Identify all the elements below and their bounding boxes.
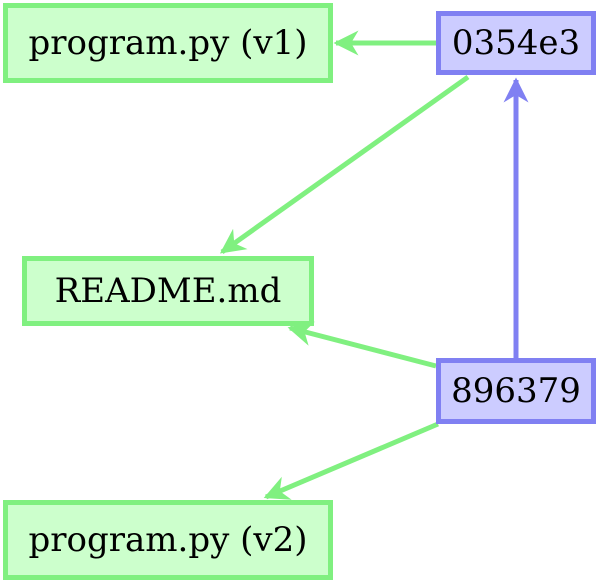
commit-node-label: 0354e3 <box>451 23 581 63</box>
edge-0354e3-to-readme <box>219 74 470 255</box>
file-node-label: README.md <box>54 271 282 311</box>
edge-896379-to-readme <box>287 321 437 369</box>
edge-896379-to-program-v2 <box>263 421 439 500</box>
file-node-label: program.py (v2) <box>28 520 308 560</box>
file-node-program-v1: program.py (v1) <box>3 3 333 83</box>
file-node-readme: README.md <box>22 256 314 326</box>
commit-node-0354e3: 0354e3 <box>436 11 596 75</box>
file-node-label: program.py (v1) <box>28 23 308 63</box>
commit-node-896379: 896379 <box>436 358 596 424</box>
file-node-program-v2: program.py (v2) <box>3 500 333 580</box>
commit-node-label: 896379 <box>451 371 581 411</box>
